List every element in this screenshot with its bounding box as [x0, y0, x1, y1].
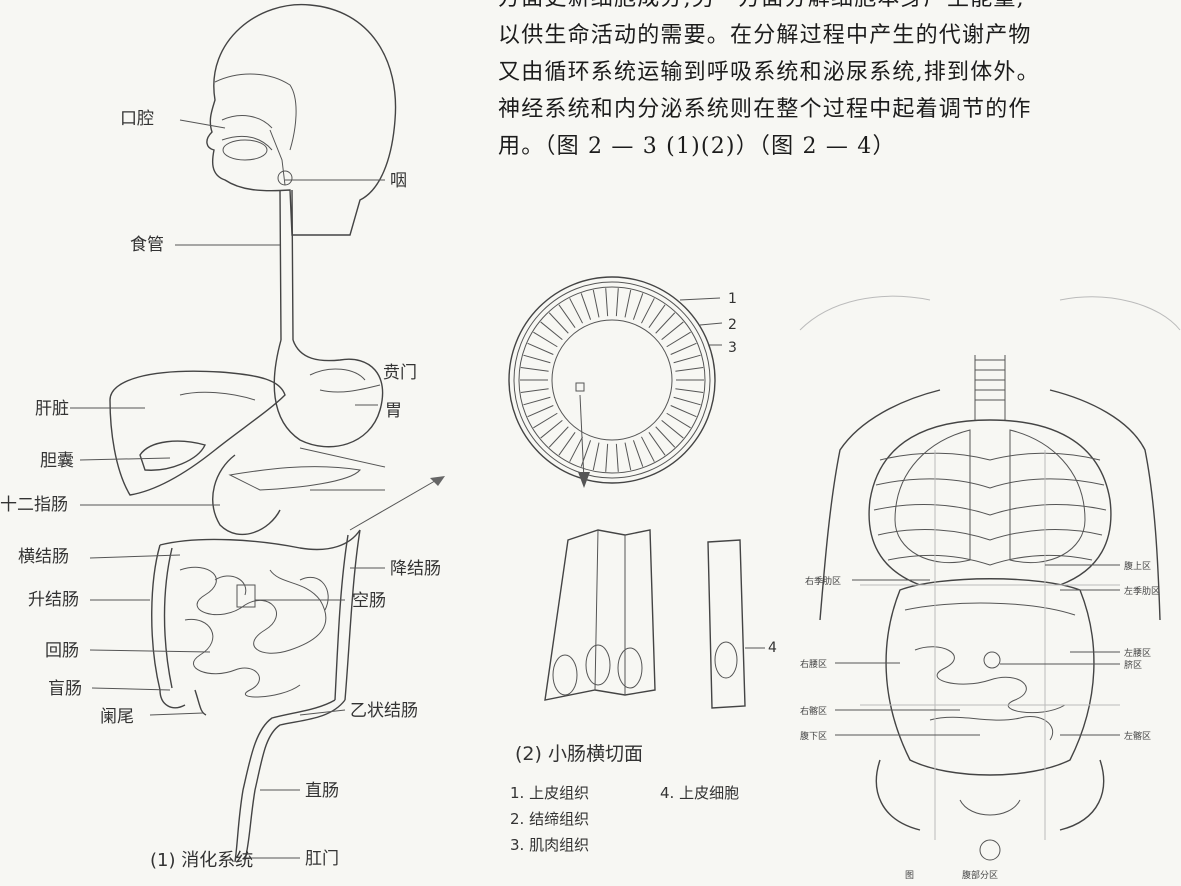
label-duodenum: 十二指肠	[0, 495, 68, 515]
label-sigmoid-colon: 乙状结肠	[350, 701, 418, 721]
label-gallbladder: 胆囊	[40, 451, 74, 471]
label-epigastric: 腹上区	[1124, 560, 1151, 572]
label-jejunum: 空肠	[352, 591, 386, 611]
intestine-text: (2) 小肠横切面 1. 上皮组织 2. 结缔组织 3. 肌肉组织 4. 上皮细…	[510, 743, 739, 854]
villus-fold	[521, 389, 549, 393]
label-cardia: 贲门	[383, 363, 417, 383]
intestine-legend-3: 3. 肌肉组织	[510, 836, 589, 854]
villus-fold	[675, 367, 703, 371]
villus-fold	[633, 440, 642, 466]
villus-fold	[649, 432, 665, 455]
number-label-3: 3	[728, 340, 737, 356]
label-cecum: 盲肠	[48, 679, 82, 699]
villus-fold	[671, 343, 697, 354]
villus-fold	[667, 413, 691, 428]
label-liver: 肝脏	[35, 399, 69, 419]
villus-fold	[549, 427, 568, 447]
label-rectum: 直肠	[305, 781, 339, 801]
villus-fold	[559, 432, 575, 455]
label-appendix: 阑尾	[100, 707, 134, 727]
label-mouth: 口腔	[120, 109, 154, 129]
abdomen-caption-prefix: 图	[905, 870, 914, 881]
villus-fold	[570, 298, 583, 323]
number-label-1: 1	[728, 291, 737, 307]
villus-fold	[593, 443, 599, 470]
villus-fold	[656, 313, 675, 333]
villus-fold	[625, 443, 631, 470]
villus-fold	[559, 305, 575, 328]
label-descending-colon: 降结肠	[390, 559, 441, 579]
label-transverse-colon: 横结肠	[18, 547, 69, 567]
villus-fold	[593, 290, 599, 317]
intestine-legend-1: 1. 上皮组织	[510, 784, 589, 802]
label-right-hypochondriac: 右季肋区	[805, 575, 841, 587]
abdominal-region-labels: 右季肋区 右腰区 右髂区 腹下区 腹上区 左季肋区 左腰区 脐区 左髂区 图 腹…	[800, 560, 1160, 881]
intestine-legend-4: 4. 上皮细胞	[660, 784, 739, 802]
villus-fold	[671, 405, 697, 416]
villus-fold	[570, 437, 583, 462]
label-left-lumbar: 左腰区	[1124, 647, 1151, 659]
digestive-caption: (1) 消化系统	[150, 850, 253, 871]
intestine-cross-section	[509, 277, 722, 488]
intestine-legend-2: 2. 结缔组织	[510, 810, 589, 828]
villus-fold	[523, 397, 550, 405]
villus-fold	[641, 298, 654, 323]
label-right-iliac: 右髂区	[800, 705, 827, 717]
villus-fold	[674, 397, 701, 405]
digestive-leader-lines	[70, 120, 385, 858]
villus-fold	[667, 332, 691, 347]
number-label-2: 2	[728, 317, 737, 333]
digestive-system-diagram	[110, 5, 445, 862]
villus-fold	[616, 288, 618, 316]
number-label-4: 4	[768, 640, 777, 656]
villus-fold	[549, 313, 568, 333]
villus-fold	[633, 293, 642, 319]
label-anus: 肛门	[305, 849, 339, 869]
abdominal-regions-diagram	[800, 296, 1180, 860]
villus-fold	[616, 444, 618, 472]
label-ileum: 回肠	[45, 641, 79, 661]
villus-fold	[581, 293, 590, 319]
villus-fold	[625, 290, 631, 317]
villus-fold	[541, 322, 563, 340]
villus-fold	[675, 389, 703, 393]
villus-fold	[528, 405, 554, 416]
villus-fold	[674, 355, 701, 363]
epithelial-cell-group	[545, 530, 655, 700]
abdomen-caption: 腹部分区	[962, 869, 998, 881]
villus-fold	[523, 355, 550, 363]
label-umbilical: 脐区	[1124, 659, 1142, 671]
villus-fold	[656, 427, 675, 447]
villus-fold	[662, 420, 684, 438]
label-hypogastric: 腹下区	[800, 730, 827, 742]
label-pharynx: 咽	[390, 171, 407, 191]
villus-fold	[606, 444, 608, 472]
intestine-caption: (2) 小肠横切面	[515, 743, 643, 765]
villus-fold	[533, 413, 557, 428]
label-right-lumbar: 右腰区	[800, 658, 827, 670]
villus-fold	[641, 437, 654, 462]
villus-fold	[528, 343, 554, 354]
villus-fold	[662, 322, 684, 340]
villus-fold	[533, 332, 557, 347]
intestine-number-labels: 1 2 3 4	[728, 291, 777, 656]
label-esophagus: 食管	[130, 235, 164, 255]
villus-fold	[521, 367, 549, 371]
single-epithelial-cell	[708, 540, 765, 708]
label-stomach: 胃	[385, 401, 402, 421]
villus-fold	[541, 420, 563, 438]
villus-fold	[649, 305, 665, 328]
label-ascending-colon: 升结肠	[28, 590, 79, 610]
label-left-iliac: 左髂区	[1124, 730, 1151, 742]
label-left-hypochondriac: 左季肋区	[1124, 585, 1160, 597]
villus-fold	[606, 288, 608, 316]
